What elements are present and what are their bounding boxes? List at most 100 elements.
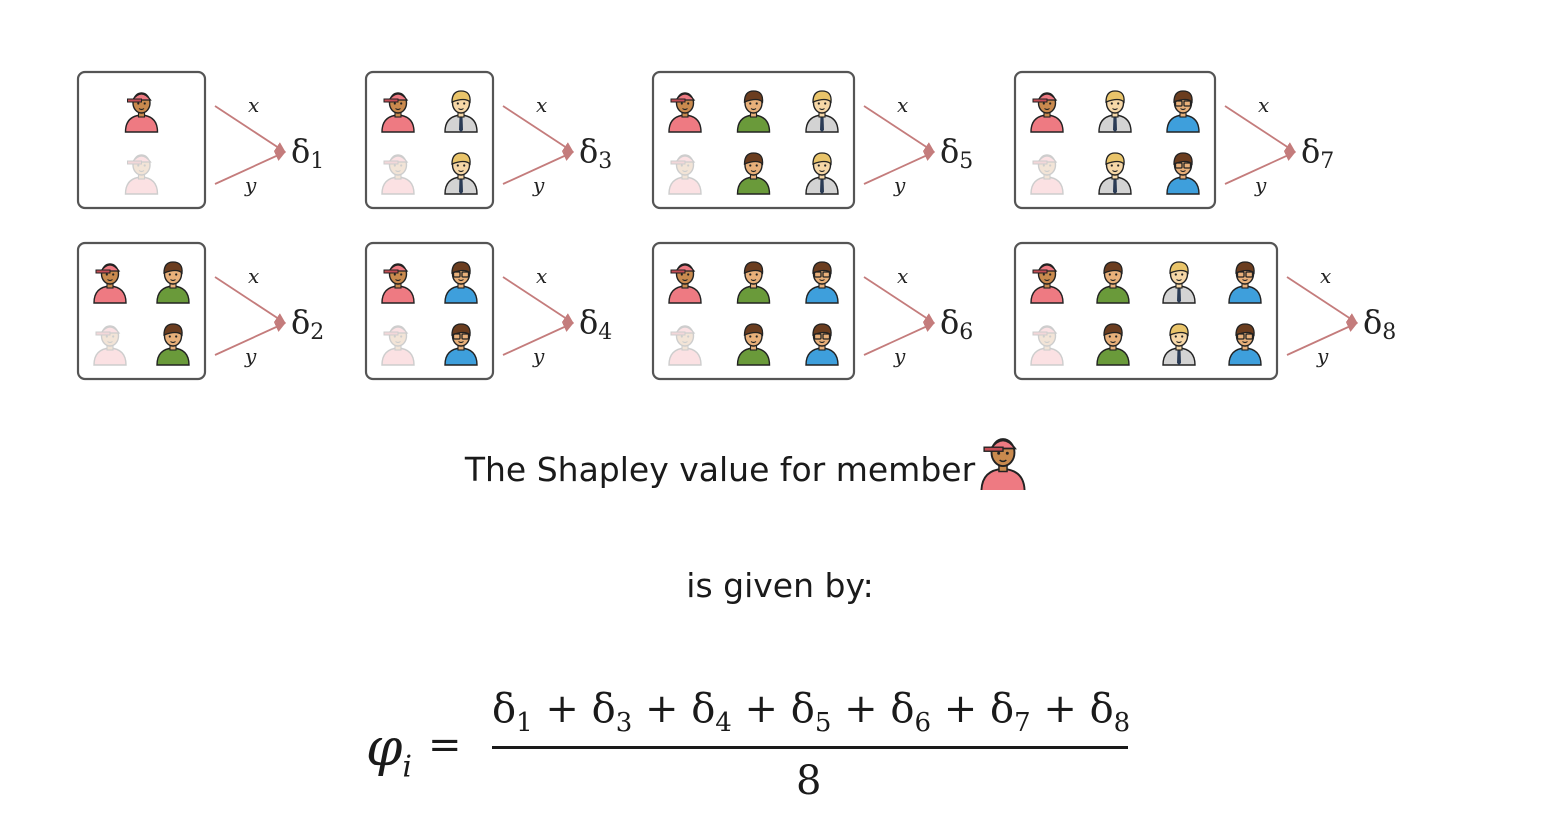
member-gray-icon [1098, 90, 1132, 133]
member-blue-icon [1228, 261, 1262, 304]
delta-label: δ3 [579, 132, 612, 174]
delta-term: δ6 [890, 686, 932, 738]
coalition-box [76, 70, 207, 210]
edge-x-label: x [248, 264, 259, 288]
coalition-panel: x y δ4 [364, 241, 612, 381]
plus-sign: + [931, 686, 990, 732]
member-red-icon [124, 92, 159, 133]
fraction-bar [492, 746, 1128, 749]
member-gray-icon [1162, 261, 1196, 304]
member-green-icon [736, 90, 771, 133]
member-green-icon [1096, 323, 1130, 366]
member-blue-icon [805, 323, 839, 366]
member-red-icon [1030, 263, 1064, 304]
edge-y-arrow [502, 322, 574, 356]
formula-numerator: δ1 + δ3 + δ4 + δ5 + δ6 + δ7 + δ8 [492, 686, 1130, 738]
member-red-icon [381, 325, 415, 366]
delta-label: δ2 [291, 303, 324, 345]
member-gray-icon [444, 152, 478, 195]
delta-term: δ8 [1089, 686, 1131, 738]
edge-x-label: x [897, 264, 908, 288]
coalition-box [651, 70, 856, 210]
member-red-icon [668, 263, 702, 304]
caption-given-by: is given by: [686, 566, 874, 605]
member-green-icon [736, 323, 771, 366]
edge-x-label: x [536, 93, 547, 117]
delta-label: δ5 [940, 132, 973, 174]
delta-term: δ3 [591, 686, 633, 738]
coalition-panel: x y δ5 [651, 70, 973, 210]
member-red-icon [980, 438, 1026, 490]
delta-term: δ4 [691, 686, 732, 738]
member-blue-icon [1166, 152, 1200, 195]
edge-y-arrow [1224, 151, 1296, 185]
edge-x-arrow [502, 276, 574, 324]
member-red-icon [381, 154, 415, 195]
edge-y-label: y [532, 344, 545, 368]
edge-x-label: x [1320, 264, 1331, 288]
member-green-icon [736, 261, 771, 304]
coalition-panel: x y δ7 [1013, 70, 1334, 210]
edge-x-label: x [1258, 93, 1269, 117]
member-green-icon [156, 261, 190, 304]
member-blue-icon [444, 323, 478, 366]
phi-subscript: i [402, 749, 413, 785]
member-red-icon [381, 92, 415, 133]
member-red-icon [668, 92, 702, 133]
delta-term: δ1 [492, 686, 533, 738]
edge-x-arrow [214, 105, 286, 153]
member-green-icon [736, 152, 771, 195]
plus-sign: + [532, 686, 592, 732]
coalition-box [1013, 241, 1279, 381]
member-red-icon [124, 154, 159, 195]
delta-label: δ8 [1363, 303, 1396, 345]
edge-y-label: y [893, 173, 906, 197]
delta-label: δ1 [291, 132, 324, 174]
member-gray-icon [805, 90, 839, 133]
coalition-box [1013, 70, 1217, 210]
caption-shapley-value: The Shapley value for member [464, 450, 976, 489]
edge-x-arrow [1224, 105, 1296, 153]
member-blue-icon [444, 261, 478, 304]
coalition-panel: x y δ2 [76, 241, 324, 381]
edge-y-label: y [244, 344, 257, 368]
edge-x-arrow [863, 276, 935, 324]
member-gray-icon [1098, 152, 1132, 195]
edge-x-arrow [214, 276, 286, 324]
member-green-icon [1096, 261, 1130, 304]
delta-term: δ5 [790, 686, 832, 738]
edge-y-arrow [214, 322, 286, 356]
edge-y-arrow [214, 151, 286, 185]
member-green-icon [156, 323, 190, 366]
coalition-panel: x y δ1 [76, 70, 324, 210]
edge-y-label: y [1316, 344, 1329, 368]
edge-y-arrow [502, 151, 574, 185]
formula-equals: = [428, 722, 462, 768]
delta-label: δ7 [1301, 132, 1334, 174]
edge-x-label: x [248, 93, 259, 117]
edge-y-arrow [1286, 322, 1358, 356]
member-red-icon [93, 325, 127, 366]
edge-x-label: x [897, 93, 908, 117]
member-gray-icon [444, 90, 478, 133]
delta-label: δ6 [940, 303, 973, 345]
delta-label: δ4 [579, 303, 612, 345]
edge-y-label: y [244, 173, 257, 197]
coalition-box [651, 241, 856, 381]
member-red-icon [1030, 325, 1064, 366]
plus-sign: + [731, 686, 791, 732]
edge-y-arrow [863, 322, 935, 356]
edge-x-label: x [536, 264, 547, 288]
coalition-panel: x y δ8 [1013, 241, 1396, 381]
member-red-icon [668, 325, 702, 366]
delta-term: δ7 [989, 686, 1031, 738]
member-blue-icon [1166, 90, 1200, 133]
member-red-icon [381, 263, 415, 304]
phi-symbol: φ [366, 718, 403, 778]
edge-y-label: y [1254, 173, 1267, 197]
member-gray-icon [805, 152, 839, 195]
member-red-icon [1030, 154, 1064, 195]
